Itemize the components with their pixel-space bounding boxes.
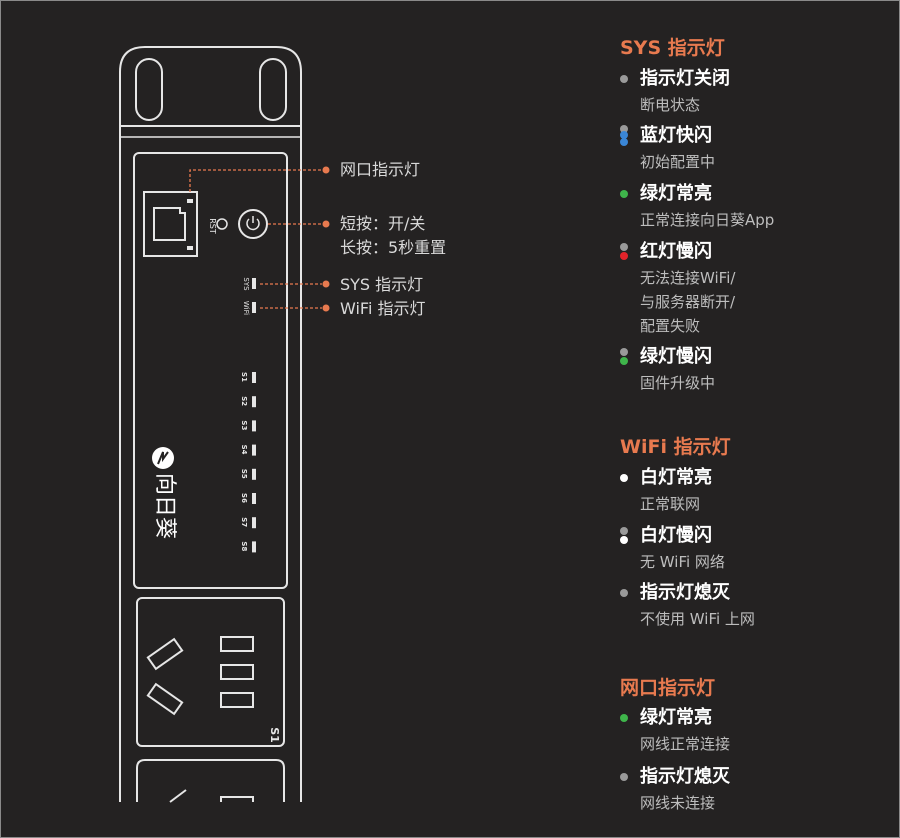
socket-led-label-2: S2 bbox=[240, 396, 248, 406]
socket-led-label-6: S6 bbox=[240, 493, 248, 503]
callout-dot-button bbox=[322, 220, 330, 228]
sys-led-label: SYS bbox=[242, 277, 250, 291]
socket-led-6 bbox=[252, 493, 256, 504]
callout-dot-wifi bbox=[322, 304, 330, 312]
power-strip-outline bbox=[119, 46, 302, 802]
socket-led-2 bbox=[252, 396, 256, 408]
white-dot-icon bbox=[620, 474, 628, 482]
sys-led bbox=[252, 278, 256, 289]
callout-lines bbox=[189, 169, 322, 309]
gray-dot-icon bbox=[620, 125, 628, 133]
wifi-led-label: WiFi bbox=[242, 301, 250, 315]
wifi-section-title: WiFi 指示灯 bbox=[620, 436, 731, 458]
sunlogin-logo-icon bbox=[152, 447, 174, 469]
socket-led-1 bbox=[252, 372, 256, 383]
socket-led-label-4: S4 bbox=[240, 445, 248, 455]
callout-sys-led: SYS 指示灯 bbox=[340, 275, 424, 294]
socket-led-4 bbox=[252, 444, 256, 456]
gray-dot-icon bbox=[620, 589, 628, 597]
socket-led-label-7: S7 bbox=[240, 517, 248, 527]
ethernet-port-icon bbox=[143, 191, 198, 257]
red-dot-icon bbox=[620, 252, 628, 260]
socket-led-label-8: S8 bbox=[240, 541, 248, 551]
rst-label: RST bbox=[208, 218, 217, 234]
callout-button-long: 长按：5秒重置 bbox=[340, 238, 447, 257]
reset-hole bbox=[216, 218, 228, 230]
green-dot-icon bbox=[620, 714, 628, 722]
callout-button-short: 短按：开/关 bbox=[340, 214, 426, 233]
socket-1-label: S1 bbox=[268, 727, 281, 743]
callout-network-port: 网口指示灯 bbox=[340, 160, 421, 179]
gray-dot-icon bbox=[620, 243, 628, 251]
socket-led-5 bbox=[252, 468, 256, 480]
control-panel bbox=[133, 152, 288, 589]
white-dot-icon bbox=[620, 536, 628, 544]
callout-wifi-led: WiFi 指示灯 bbox=[340, 299, 426, 318]
socket-led-label-5: S5 bbox=[240, 469, 248, 479]
sys-section-title: SYS 指示灯 bbox=[620, 37, 725, 59]
brand-name: 向日葵 bbox=[152, 473, 177, 539]
gray-dot-icon bbox=[620, 348, 628, 356]
gray-dot-icon bbox=[620, 527, 628, 535]
socket-led-7 bbox=[252, 517, 256, 529]
blue-dot-icon bbox=[620, 138, 628, 146]
socket-led-label-1: S1 bbox=[240, 372, 248, 382]
socket-led-label-3: S3 bbox=[240, 420, 248, 430]
green-dot-icon bbox=[620, 190, 628, 198]
port-section-title: 网口指示灯 bbox=[620, 677, 716, 699]
power-button-icon bbox=[238, 209, 268, 239]
mounting-slot-right bbox=[259, 58, 287, 121]
wifi-led bbox=[252, 302, 256, 313]
socket-2 bbox=[136, 759, 285, 803]
socket-led-8 bbox=[252, 541, 256, 553]
callout-dot-port bbox=[322, 166, 330, 174]
blue-dot-icon bbox=[620, 131, 628, 139]
socket-1: S1 bbox=[136, 597, 285, 747]
callout-dot-sys bbox=[322, 280, 330, 288]
gray-dot-icon bbox=[620, 75, 628, 83]
green-dot-icon bbox=[620, 357, 628, 365]
gray-dot-icon bbox=[620, 773, 628, 781]
socket-led-3 bbox=[252, 420, 256, 432]
mounting-slot-left bbox=[135, 58, 163, 121]
